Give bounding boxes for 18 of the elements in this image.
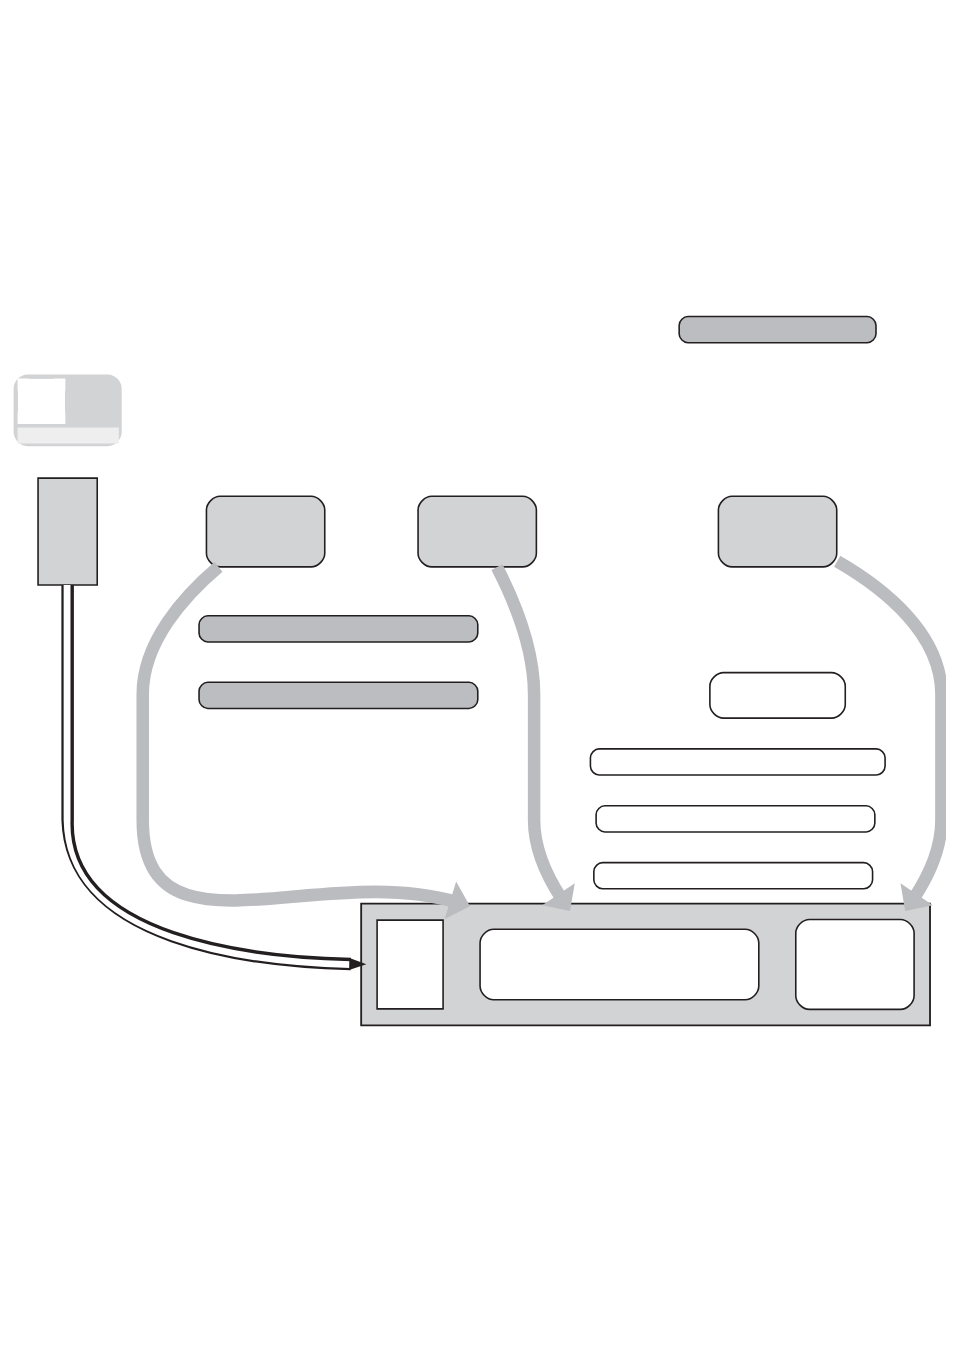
node-bar [677, 315, 877, 343]
node-box [708, 671, 846, 719]
node-box [375, 918, 444, 1010]
arrow [60, 584, 366, 970]
node-bar [592, 861, 873, 890]
node-bar [197, 614, 479, 643]
arrow [490, 563, 575, 911]
node-bar [594, 804, 876, 833]
node-box [205, 495, 326, 568]
node-box [36, 476, 98, 586]
node-bar [589, 747, 886, 776]
node-box [794, 918, 915, 1010]
node-box [478, 927, 760, 1001]
node-bar [197, 681, 479, 709]
arrow [833, 555, 946, 911]
node-box [416, 495, 537, 568]
node-box [717, 495, 838, 568]
arrow [135, 561, 470, 919]
